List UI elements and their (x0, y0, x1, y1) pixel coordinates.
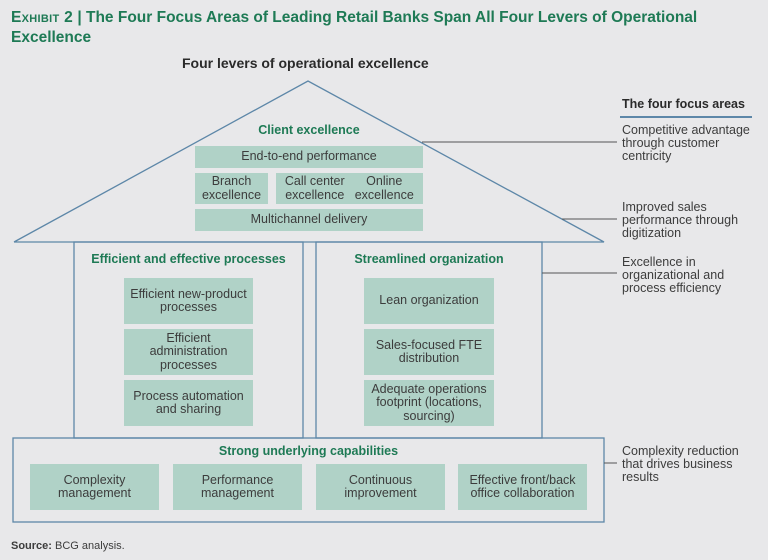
focus-area-4: Complexity reduction that drives busines… (622, 444, 739, 484)
exhibit-separator: | (77, 9, 82, 26)
roof-outline (13, 80, 605, 243)
pillar-left-header: Efficient and effective processes (91, 252, 286, 266)
exhibit-title: Exhibit 2 | The Four Focus Areas of Lead… (11, 8, 711, 48)
pillar-right-item-2: Sales-focused FTE distribution (364, 329, 494, 375)
foundation-item-4: Effective front/back office collaboratio… (458, 464, 587, 510)
pillar-left-item-3: Process automation and sharing (124, 380, 253, 426)
call-center-label: Call center excellence (284, 174, 345, 202)
branch-box: Branch excellence (195, 173, 268, 204)
pillar-right-header: Streamlined organization (354, 252, 504, 266)
source-text: BCG analysis. (55, 540, 125, 552)
focus-areas-rule (620, 116, 752, 118)
foundation-frame (12, 437, 605, 523)
foundation-item-1: Complexity management (30, 464, 159, 510)
focus-areas-title: The four focus areas (622, 97, 745, 111)
foundation-item-3: Continuous improvement (316, 464, 445, 510)
roof-header: Client excellence (258, 123, 360, 137)
pillar-right-item-1: Lean organization (364, 278, 494, 324)
exhibit-label: Exhibit 2 (11, 9, 74, 26)
exhibit-title-text: The Four Focus Areas of Leading Retail B… (11, 9, 698, 46)
pillar-right-item-3: Adequate operations footprint (locations… (364, 380, 494, 426)
channel-box: Call center excellence Online excellence (276, 173, 423, 204)
online-label: Online excellence (354, 174, 414, 202)
foundation-header: Strong underlying capabilities (218, 444, 399, 458)
end-to-end-box: End-to-end performance (195, 146, 423, 168)
pillar-left-item-1: Efficient new-product processes (124, 278, 253, 324)
focus-area-3: Excellence in organizational and process… (622, 255, 725, 295)
diagram-subtitle: Four levers of operational excellence (182, 55, 429, 71)
pillar-left-item-2: Efficient administration processes (124, 329, 253, 375)
focus-area-1: Competitive advantage through customer c… (622, 123, 750, 163)
foundation-item-2: Performance management (173, 464, 302, 510)
source-label: Source: (11, 540, 52, 552)
multichannel-box: Multichannel delivery (195, 209, 423, 231)
source-note: Source: BCG analysis. (11, 540, 125, 552)
focus-area-2: Improved sales performance through digit… (622, 200, 739, 240)
